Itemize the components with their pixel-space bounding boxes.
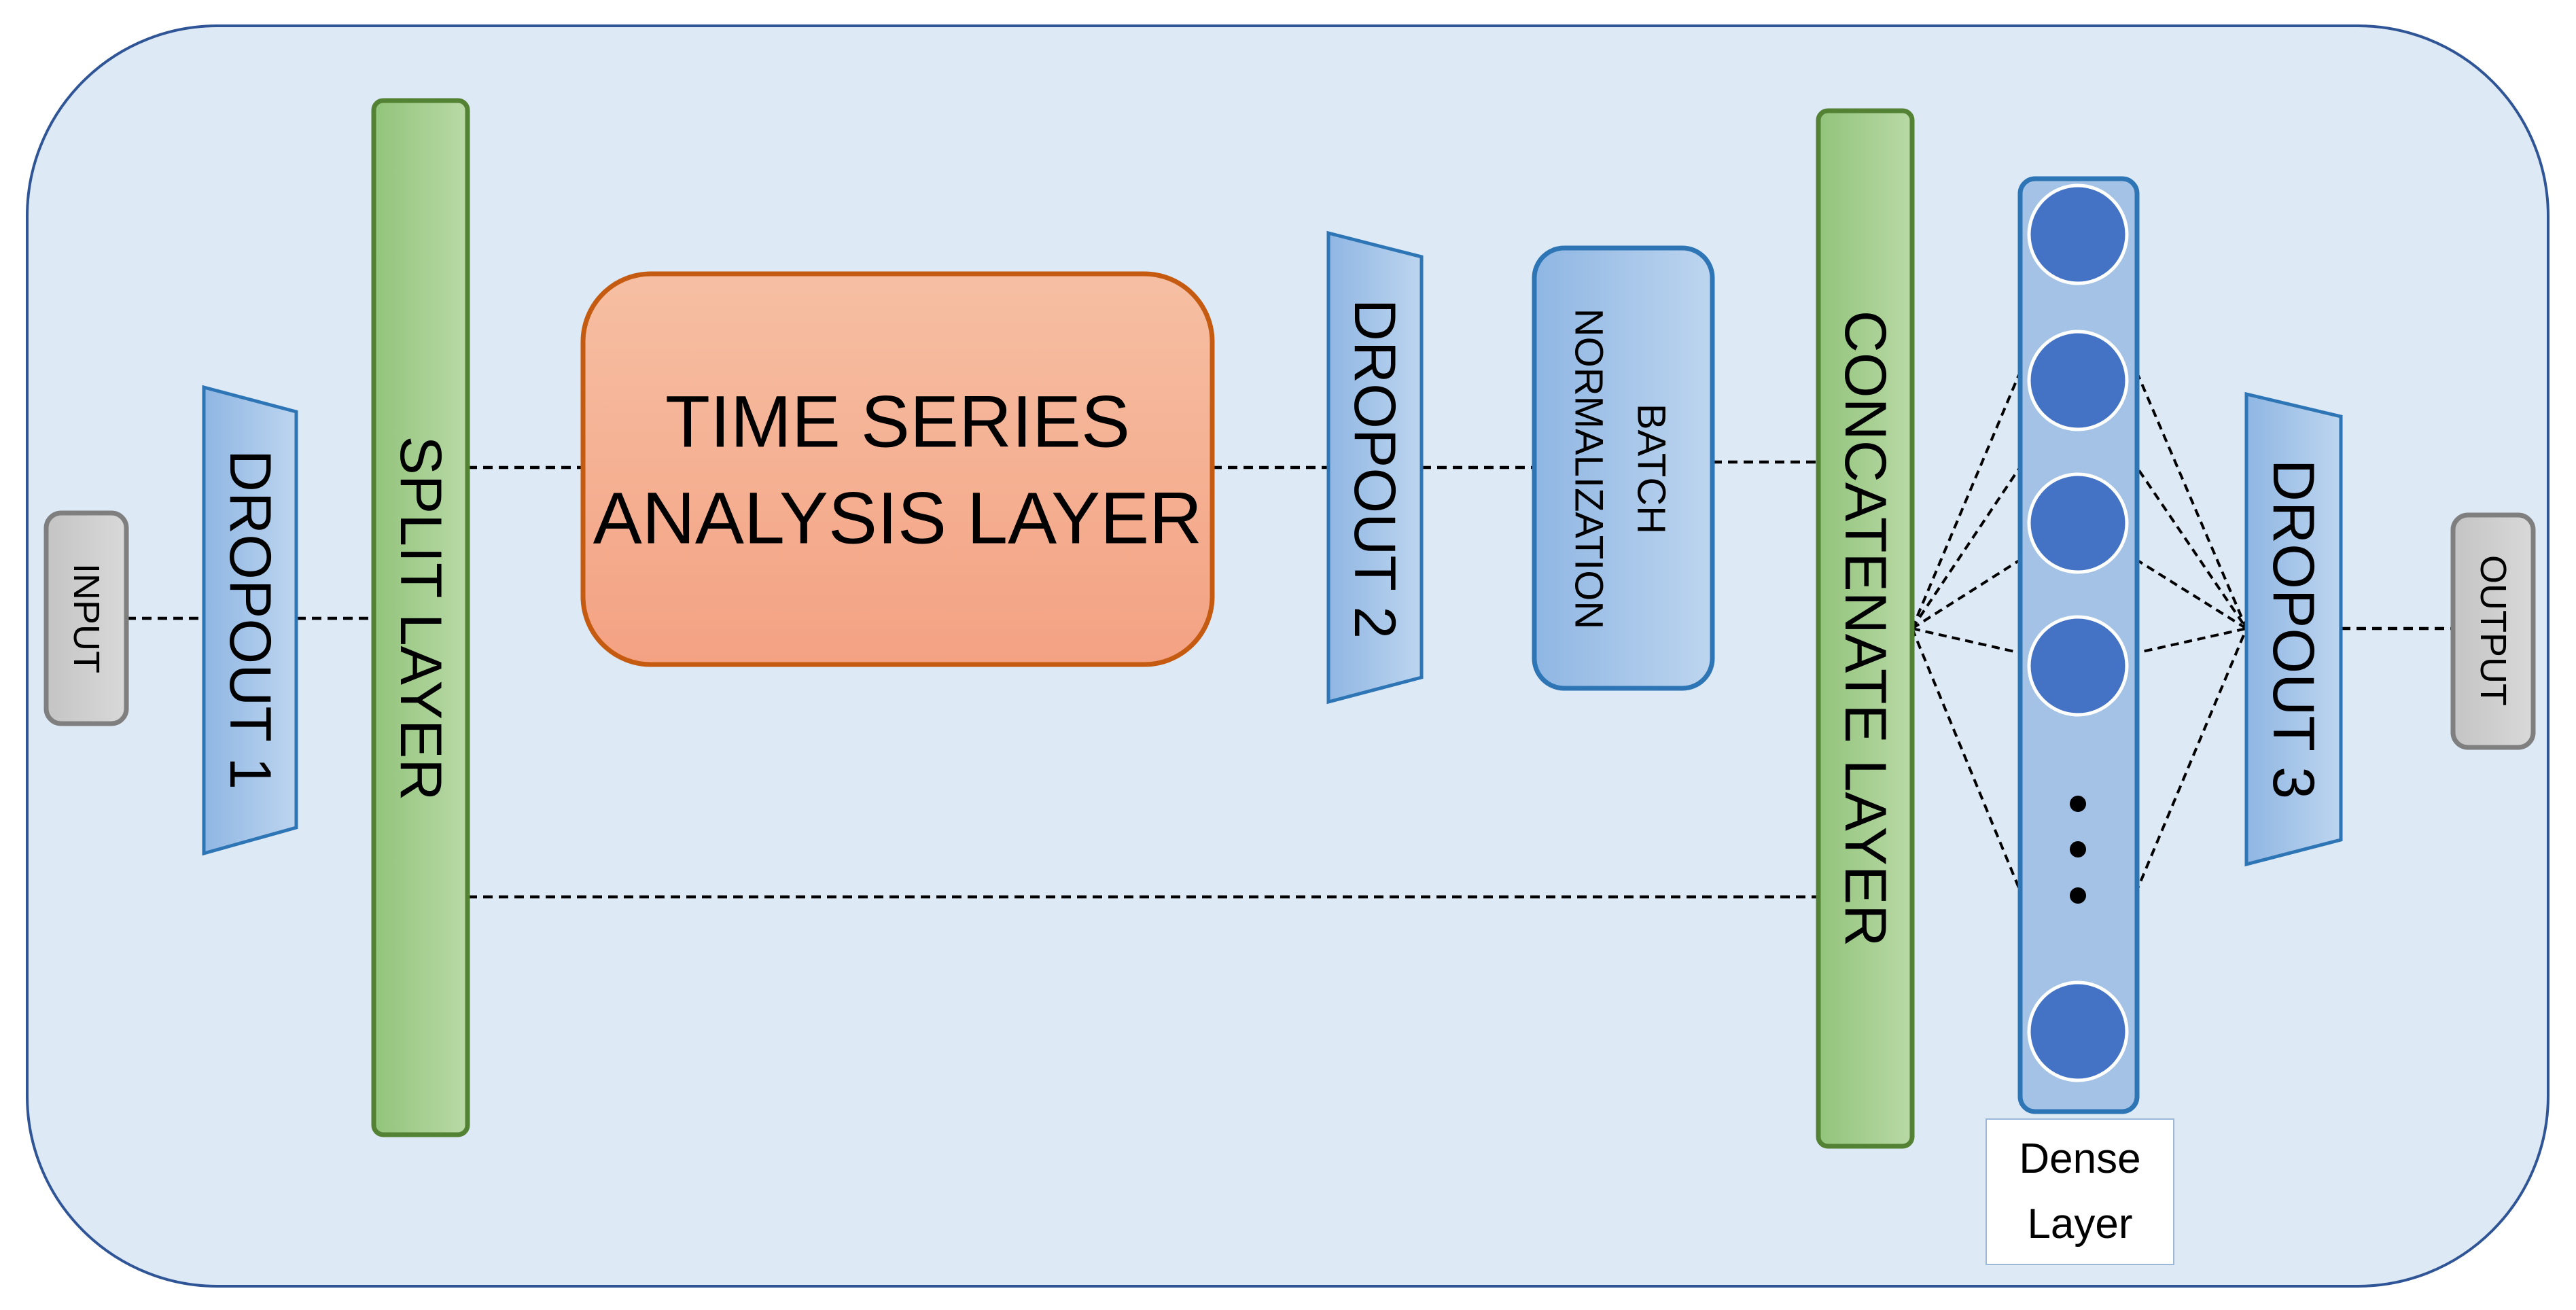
batchnorm-label-line1: BATCH bbox=[1629, 404, 1674, 534]
neuron bbox=[2027, 472, 2129, 574]
dropout3-label: DROPOUT 3 bbox=[2261, 459, 2326, 799]
input-label: INPUT bbox=[66, 563, 107, 673]
input-node: INPUT bbox=[43, 510, 129, 726]
dropout2-label: DROPOUT 2 bbox=[1342, 299, 1407, 639]
dropout1-node: DROPOUT 1 bbox=[202, 385, 298, 856]
neuron bbox=[2027, 183, 2129, 285]
output-node: OUTPUT bbox=[2450, 512, 2536, 750]
ellipsis-dot bbox=[2070, 796, 2086, 812]
split-layer-node: SPLIT LAYER bbox=[371, 98, 470, 1137]
time-series-analysis-node: TIME SERIES ANALYSIS LAYER bbox=[580, 271, 1215, 667]
dropout2-node: DROPOUT 2 bbox=[1326, 230, 1424, 705]
dense-caption-line1: Dense bbox=[2019, 1135, 2141, 1182]
neuron bbox=[2027, 980, 2129, 1082]
concatenate-layer-node: CONCATENATE LAYER bbox=[1816, 108, 1915, 1149]
connectors bbox=[126, 460, 2453, 899]
split-layer-label: SPLIT LAYER bbox=[388, 436, 453, 801]
ellipsis-dot bbox=[2070, 841, 2086, 857]
tsa-label-line1: TIME SERIES bbox=[665, 380, 1130, 463]
dense-caption-line2: Layer bbox=[2027, 1201, 2133, 1247]
ellipsis-dot bbox=[2070, 887, 2086, 904]
concatenate-layer-label: CONCATENATE LAYER bbox=[1833, 311, 1898, 947]
tsa-label-line2: ANALYSIS LAYER bbox=[593, 477, 1202, 559]
output-label: OUTPUT bbox=[2473, 555, 2513, 706]
dropout1-label: DROPOUT 1 bbox=[217, 450, 283, 790]
dense-layer-caption: Dense Layer bbox=[1986, 1118, 2174, 1265]
dropout3-node: DROPOUT 3 bbox=[2244, 391, 2343, 867]
batchnorm-label-line2: NORMALIZATION bbox=[1567, 308, 1611, 630]
neuron bbox=[2027, 615, 2129, 717]
batch-normalization-node: BATCH NORMALIZATION bbox=[1532, 245, 1715, 691]
dense-layer-node bbox=[2017, 176, 2140, 1114]
neuron bbox=[2027, 330, 2129, 431]
